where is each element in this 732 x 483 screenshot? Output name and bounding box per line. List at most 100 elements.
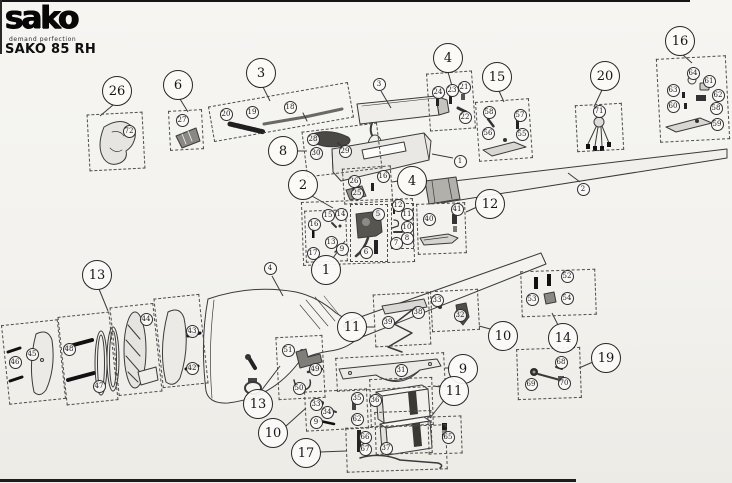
part-callout-49: 49	[308, 362, 322, 376]
part-callout-9: 9	[309, 415, 323, 429]
leader-lines	[98, 54, 693, 453]
assembly-callout-19: 19	[591, 343, 621, 373]
assembly-callout-10: 10	[488, 321, 518, 351]
part-callout-23: 23	[445, 83, 459, 97]
part-callout-62: 62	[350, 412, 364, 426]
part-callout-32: 32	[453, 308, 467, 322]
part-callout-38: 38	[411, 305, 425, 319]
part-callout-65: 65	[441, 430, 455, 444]
part-callout-59: 59	[710, 117, 724, 131]
action-screws-drawing	[534, 274, 557, 305]
sako-logo: sako	[5, 0, 79, 36]
assembly-callout-14: 14	[548, 323, 578, 353]
assembly-callout-13: 13	[243, 389, 273, 419]
part-callout-62: 62	[711, 88, 725, 102]
group-box	[153, 293, 209, 389]
part-callout-50: 50	[292, 381, 306, 395]
assembly-callout-11: 11	[439, 376, 469, 406]
part-callout-20: 20	[219, 107, 233, 121]
part-callout-22: 22	[458, 110, 472, 124]
assembly-callout-4: 4	[397, 166, 427, 196]
part-callout-40: 40	[422, 212, 436, 226]
part-callout-34: 34	[320, 405, 334, 419]
part-callout-30: 30	[309, 146, 323, 160]
scan-edge-left	[0, 0, 2, 54]
part-callout-54: 54	[560, 291, 574, 305]
part-callout-55: 55	[515, 127, 529, 141]
group-box	[86, 111, 146, 172]
part-callout-67: 67	[358, 442, 372, 456]
scan-edge-bottom	[0, 479, 576, 482]
page-title: SAKO 85 RH	[5, 42, 96, 57]
part-callout-27: 27	[175, 113, 189, 127]
part-callout-18: 18	[283, 100, 297, 114]
part-callout-41: 41	[450, 202, 464, 216]
part-callout-70: 70	[557, 376, 571, 390]
part-callout-26: 26	[347, 174, 361, 188]
firing-pin-drawing	[227, 107, 344, 135]
part-callout-42: 42	[185, 361, 199, 375]
assembly-callout-10: 10	[258, 418, 288, 448]
part-callout-36: 36	[368, 393, 382, 407]
part-callout-39: 39	[381, 315, 395, 329]
part-callout-64: 64	[686, 66, 700, 80]
scan-edge-top	[0, 0, 690, 2]
assembly-callout-12: 12	[475, 189, 505, 219]
part-callout-2: 2	[576, 182, 590, 196]
part-callout-51: 51	[281, 343, 295, 357]
part-callout-44: 44	[139, 312, 153, 326]
part-callout-56: 56	[481, 126, 495, 140]
part-callout-37: 37	[379, 441, 393, 455]
group-box	[350, 204, 388, 262]
part-callout-29: 29	[338, 144, 352, 158]
assembly-callout-17: 17	[291, 438, 321, 468]
part-callout-6: 6	[359, 245, 373, 259]
part-callout-24: 24	[431, 85, 445, 99]
follower-spring-drawing	[381, 298, 428, 353]
part-callout-69: 69	[524, 377, 538, 391]
part-callout-13: 13	[324, 235, 338, 249]
part-callout-35: 35	[350, 391, 364, 405]
sight-tool-drawing	[586, 116, 611, 151]
part-callout-53: 53	[525, 292, 539, 306]
group-box	[516, 346, 582, 401]
part-callout-71: 71	[592, 104, 606, 118]
bolt-release-drawing	[419, 214, 459, 246]
part-callout-58: 58	[709, 101, 723, 115]
barrel-drawing	[424, 148, 728, 205]
assembly-callout-3: 3	[246, 58, 276, 88]
assembly-callout-20: 20	[590, 61, 620, 91]
part-callout-19: 19	[245, 105, 259, 119]
part-callout-45: 45	[25, 347, 39, 361]
part-callout-60: 60	[666, 99, 680, 113]
part-callout-11: 11	[400, 207, 414, 221]
stock-drawing	[202, 252, 547, 404]
part-callout-61: 61	[702, 74, 716, 88]
assembly-callout-6: 6	[163, 70, 193, 100]
assembly-callout-11: 11	[337, 312, 367, 342]
group-box	[57, 311, 119, 406]
part-callout-14: 14	[334, 207, 348, 221]
assembly-callout-15: 15	[482, 62, 512, 92]
part-callout-48: 48	[62, 342, 76, 356]
brand-tagline: demand perfection	[9, 36, 77, 43]
part-callout-43: 43	[185, 324, 199, 338]
takedown-tools-drawing	[357, 430, 443, 469]
part-callout-12: 12	[391, 198, 405, 212]
part-callout-33: 33	[309, 397, 323, 411]
part-callout-31: 31	[394, 363, 408, 377]
part-callout-25: 25	[350, 186, 364, 200]
part-callout-16: 16	[307, 217, 321, 231]
part-callout-72: 72	[122, 124, 136, 138]
assembly-callout-2: 2	[288, 170, 318, 200]
rear-sight-drawing	[482, 117, 527, 157]
part-callout-57: 57	[513, 108, 527, 122]
assembly-callout-26: 26	[102, 76, 132, 106]
assembly-callout-13: 13	[82, 260, 112, 290]
part-callout-17: 17	[306, 246, 320, 260]
assembly-callout-4: 4	[433, 43, 463, 73]
part-callout-52: 52	[560, 269, 574, 283]
part-callout-1: 1	[453, 154, 467, 168]
